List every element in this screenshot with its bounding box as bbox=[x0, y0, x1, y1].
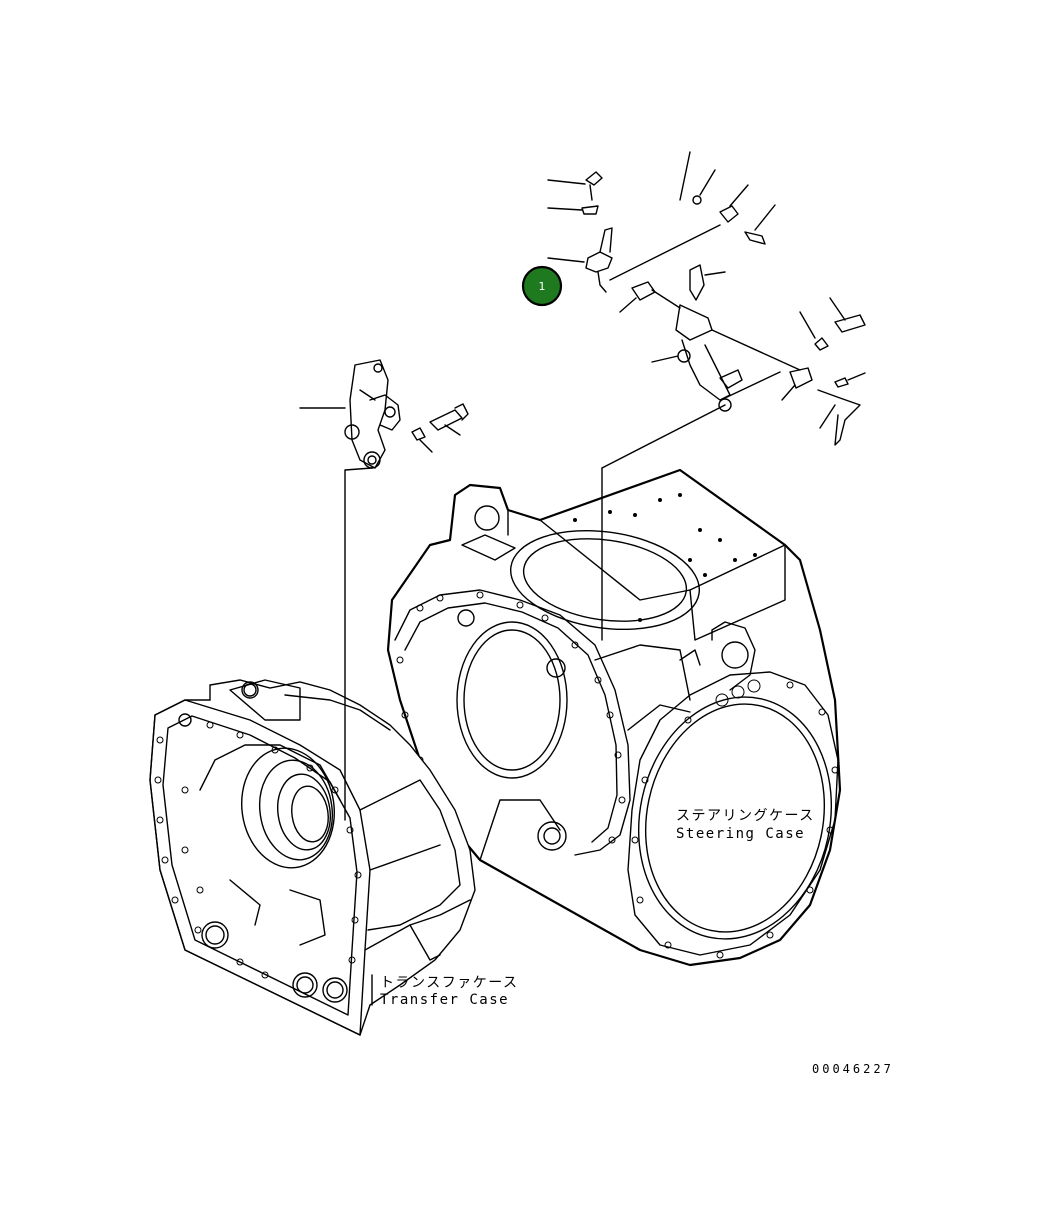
callout-1-number: 1 bbox=[539, 280, 546, 293]
steering-case-label: ステアリングケース Steering Case bbox=[676, 808, 815, 842]
drawing-number: 00046227 bbox=[812, 1062, 894, 1076]
steering-case-label-en: Steering Case bbox=[676, 826, 805, 842]
transfer-case-label: トランスファケース Transfer Case bbox=[371, 974, 519, 1008]
callout-1[interactable]: 1 bbox=[521, 265, 563, 307]
transfer-case-drawing bbox=[149, 679, 476, 1036]
transfer-case-label-jp: トランスファケース bbox=[380, 975, 519, 991]
lever-assemblies bbox=[299, 151, 866, 821]
transfer-case-label-en: Transfer Case bbox=[380, 992, 509, 1008]
steering-case-label-jp: ステアリングケース bbox=[676, 808, 815, 824]
